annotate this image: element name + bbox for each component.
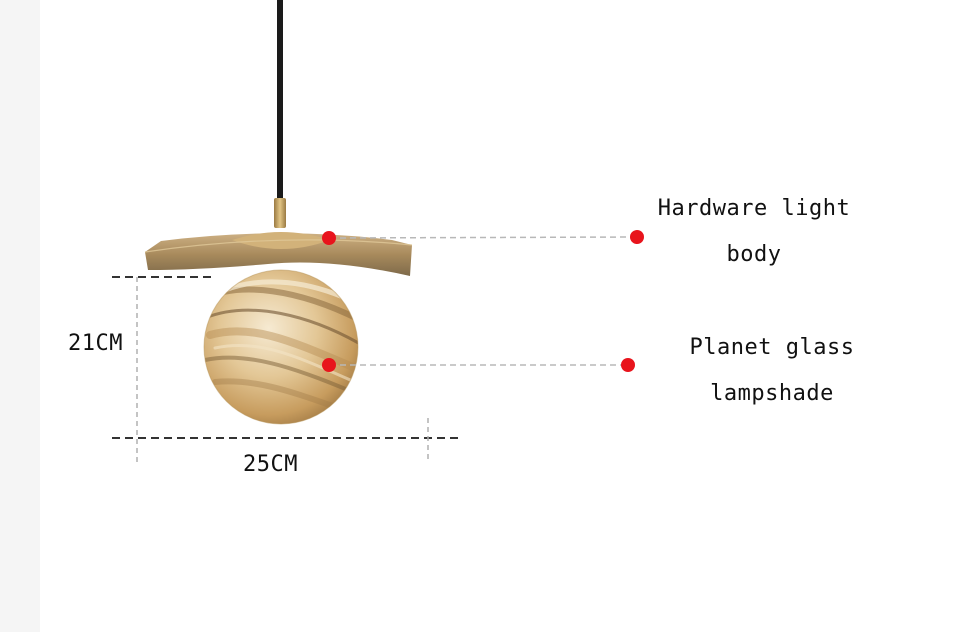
left-edge-strip	[0, 0, 40, 632]
marker-dot	[630, 230, 644, 244]
marker-dot	[322, 231, 336, 245]
callout-hardware-line1: Hardware light	[657, 196, 851, 221]
callout-glass-line1: Planet glass	[689, 335, 855, 360]
callout-glass-line2: lampshade	[710, 381, 834, 406]
callout-hardware-line2: body	[726, 242, 782, 267]
height-dimension-label: 21CM	[68, 331, 123, 356]
hardware-light-body	[144, 232, 413, 276]
cord-grip	[274, 198, 286, 228]
marker-dot	[621, 358, 635, 372]
planet-glass-globe	[203, 269, 359, 425]
leader-line-hardware	[329, 236, 637, 239]
marker-dot	[322, 358, 336, 372]
width-dimension-label: 25CM	[243, 452, 298, 477]
pendant-cable	[277, 0, 283, 202]
